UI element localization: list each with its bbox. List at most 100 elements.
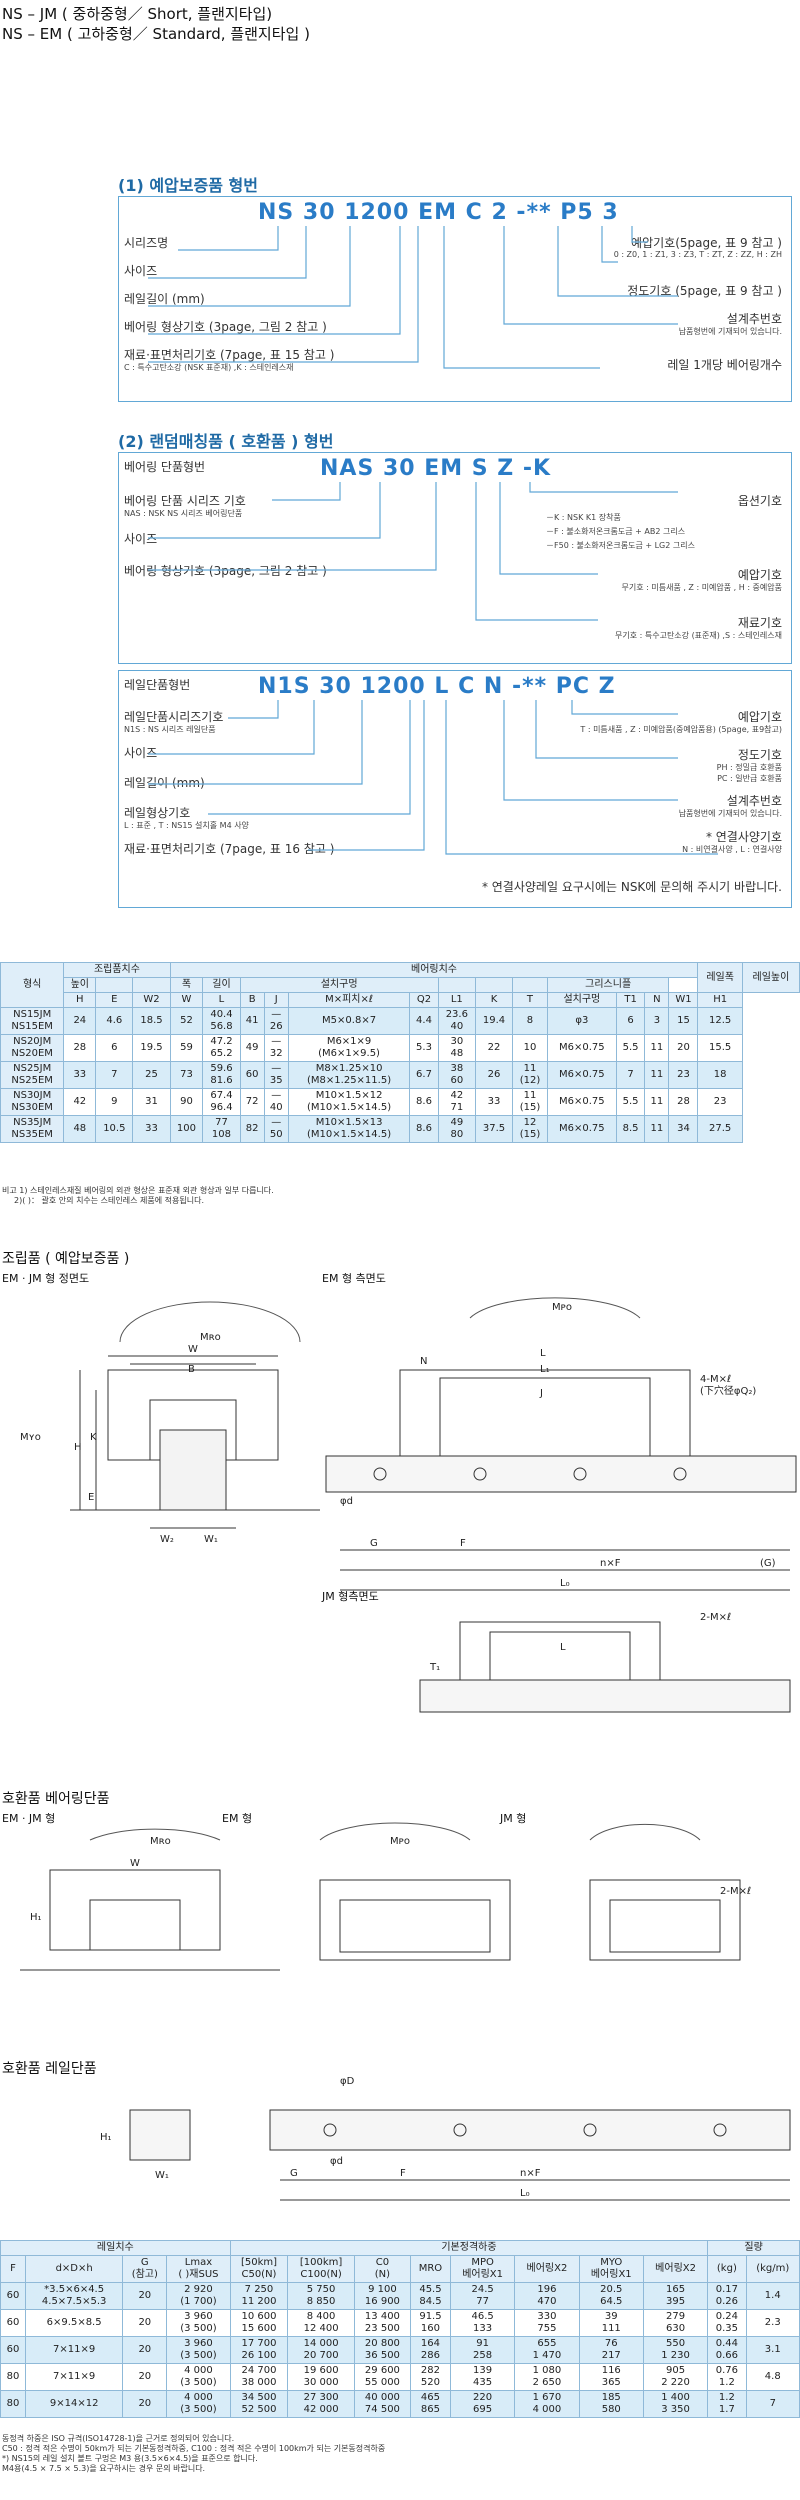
rail-nf-label: n×F — [520, 2168, 541, 2179]
rail-series-note: N1S : NS 시리즈 레일단품 — [124, 725, 216, 734]
th-rail-dims: 레일치수 — [0, 2240, 231, 2256]
block-heading: 베어링 단품형번 — [124, 460, 206, 474]
th-basic-load: 기본정격하중 — [229, 2240, 709, 2256]
mpo-label: Mᴘᴏ — [552, 1302, 572, 1313]
label-preload: 예압기호(5page, 표 9 참고 ) — [631, 236, 782, 250]
mro-arrow-icon — [119, 1301, 301, 1343]
assembly-title: 조립품 ( 예압보증품 ) — [2, 1251, 130, 1267]
th-col-6: J — [263, 992, 289, 1008]
th-mount-hole: 설치구멍 — [239, 977, 439, 993]
table-cell: M6×0.75 — [546, 1115, 617, 1143]
th-sub-12: (kg) — [707, 2255, 747, 2283]
label-material: 재료·표면처리기호 (7page, 표 15 참고 ) — [124, 348, 335, 362]
th-sub-9: 베어링X2 — [514, 2255, 580, 2283]
th-sub-1: d×D×h — [24, 2255, 124, 2283]
block-em-label: EM 형 — [222, 1812, 253, 1825]
table-cell: 11 — [644, 1034, 670, 1062]
block-shape-label: 베어링 형상기호 (3page, 그림 2 참고 ) — [124, 564, 327, 578]
preload-section-title: (1) 예압보증품 형번 — [118, 176, 258, 195]
table-cell: 100 — [169, 1115, 204, 1143]
table-cell: 19.4 — [474, 1007, 514, 1035]
rail-joint-label: * 연결사양기호 — [705, 830, 782, 844]
option-note-k: －K : NSK K1 장착품 — [546, 513, 621, 522]
block-drawings-title: 호환품 베어링단품 — [2, 1791, 110, 1807]
rail-drawings-title: 호환품 레일단품 — [2, 2061, 97, 2077]
rail-accuracy-note-ph: PH : 정밀급 호환품 — [716, 763, 782, 772]
mro-label: Mʀᴏ — [200, 1332, 221, 1343]
th-grease-hole: 설치구멍 — [546, 992, 617, 1008]
table-cell: 11(15) — [512, 1088, 548, 1116]
block-drawings: Mʀᴏ W H₁ Mᴘᴏ 2-M×ℓ — [20, 1822, 751, 1971]
table-cell: 37.5 — [474, 1115, 514, 1143]
tap-sub-label: (下穴径φQ₂) — [700, 1384, 756, 1397]
table-cell: 33 — [474, 1088, 514, 1116]
table-cell: 59 — [169, 1034, 204, 1062]
option-note-f: －F : 불소화저온크롬도금 + AB2 그리스 — [546, 527, 686, 536]
table-cell: —40 — [263, 1088, 289, 1116]
block-material-note: 무기호 : 특수고탄소강 (표준재) ,S : 스테인레스재 — [615, 631, 782, 640]
rail-joint-note: N : 비연결사양 , L : 연결사양 — [682, 845, 782, 854]
w1-label: W₁ — [204, 1534, 218, 1545]
rail-size-label: 사이즈 — [124, 746, 158, 760]
label-rail-length: 레일길이 (mm) — [124, 292, 205, 306]
table-cell: 8 — [512, 1007, 548, 1035]
w2-label: W₂ — [160, 1534, 174, 1545]
table-cell: 4.8 — [745, 2363, 800, 2391]
table-cell: 20 — [122, 2282, 168, 2310]
model-heading-em: NS – EM ( 고하중형／ Standard, 플랜지타입 ) — [2, 25, 310, 43]
table-cell: 11 — [644, 1115, 670, 1143]
g-label: G — [370, 1538, 378, 1549]
block-code-leaders — [148, 482, 678, 621]
table-cell: 34 — [668, 1115, 699, 1143]
rail-length-label: 레일길이 (mm) — [124, 776, 205, 790]
th-col-13: T1 — [615, 992, 646, 1008]
table-cell: 49 — [239, 1034, 265, 1062]
table-cell: 73 — [169, 1061, 204, 1089]
table-cell: 60 — [0, 2282, 26, 2310]
assembly-drawings: Mʀᴏ W B H K E W₂ W₁ Mʏᴏ Mᴘᴏ L L₁ J N 4-M… — [20, 1297, 797, 1713]
preload-code: NS 30 1200 EM C 2 -** P5 3 — [258, 200, 619, 225]
table-cell: M8×1.25×10(M8×1.25×11.5) — [287, 1061, 411, 1089]
table-cell: 11(12) — [512, 1061, 548, 1089]
th-col-16: H1 — [697, 992, 743, 1008]
option-note-f50: －F50 : 불소화저온크롬도금 + LG2 그리스 — [546, 541, 695, 550]
th-col-15: W1 — [668, 992, 699, 1008]
rail-heading: 레일단품형번 — [124, 678, 191, 692]
myo-label: Mʏᴏ — [20, 1432, 41, 1443]
table-cell: 3 960(3 500) — [166, 2309, 231, 2337]
g-paren-label: (G) — [760, 1558, 776, 1569]
label-size: 사이즈 — [124, 264, 158, 278]
rail-preload-label: 예압기호 — [737, 710, 782, 724]
tap-label: 4-M×ℓ — [700, 1374, 731, 1385]
l-label: L — [540, 1348, 546, 1359]
table2-note-1: 동정격 하중은 ISO 규격(ISO14728-1)을 근거로 정의되어 있습니… — [2, 2434, 235, 2443]
block-series-label: 베어링 단품 시리즈 기호 — [124, 494, 246, 508]
rail-code-leaders — [148, 700, 718, 855]
rail-series-label: 레일단품시리즈기호 — [124, 710, 224, 724]
table-cell: 27.5 — [697, 1115, 743, 1143]
table-cell: 7×11×9 — [24, 2363, 124, 2391]
table-cell: M5×0.8×7 — [287, 1007, 411, 1035]
block-tap2-label: 2-M×ℓ — [720, 1886, 751, 1897]
table-cell: 80 — [0, 2363, 26, 2391]
